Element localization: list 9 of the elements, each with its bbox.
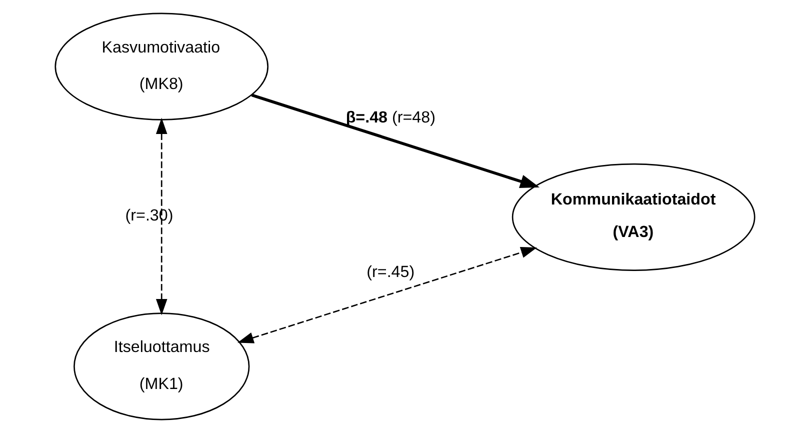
arrow: [250, 94, 540, 188]
arrow: [155, 118, 167, 316]
edge-label: β=.48 (r=48): [345, 108, 435, 127]
node-ellipse: Kommunikaatiotaidot (VA3): [511, 163, 755, 271]
node-ellipse: Itseluottamus (MK1): [73, 312, 250, 420]
arrow: [236, 246, 537, 344]
edge-label: (r=.45): [366, 263, 414, 282]
edge-label: (r=.30): [124, 206, 173, 225]
node-ellipse: Kasvumotivaatio (MK8): [54, 12, 268, 120]
